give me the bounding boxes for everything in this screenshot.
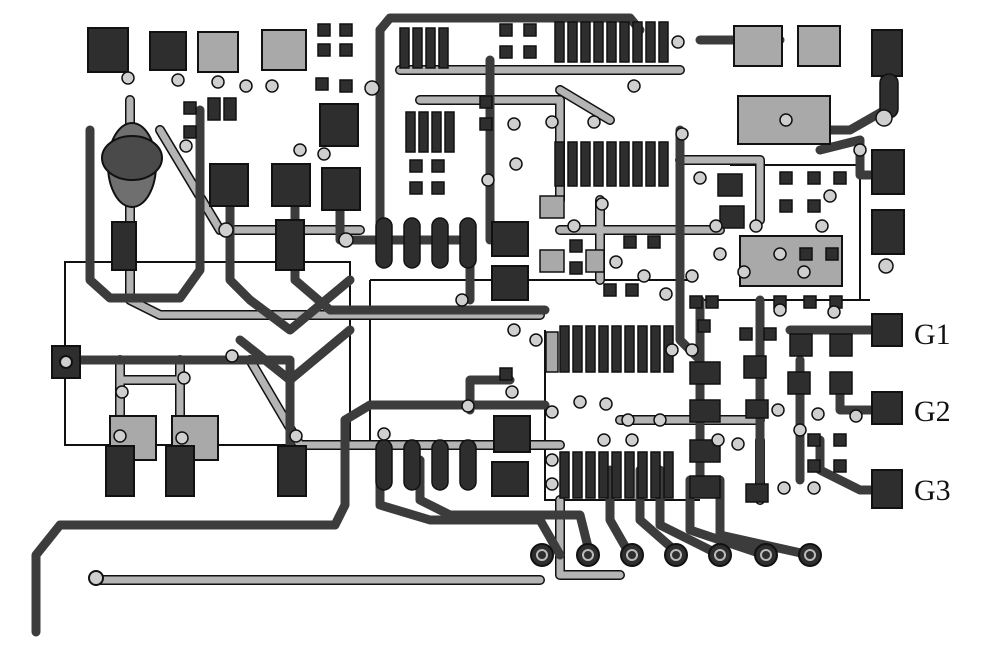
component-top-left-a [197, 31, 239, 73]
smd-pads [183, 23, 853, 503]
component-top-left-b [261, 29, 307, 71]
pad-left-edge [51, 345, 81, 379]
trace-y-junction [225, 175, 355, 335]
trace-left-loop [85, 105, 205, 303]
pad-mid-a [209, 163, 249, 207]
dark-pads [51, 27, 905, 509]
trace-bottom-a [375, 455, 565, 560]
pad-mid-b [271, 163, 311, 207]
label-g1: G1 [914, 318, 951, 351]
component-top-right-a [733, 25, 783, 67]
pad-center-d [491, 461, 529, 497]
trace-bottom-c [605, 465, 635, 560]
vias [113, 35, 894, 495]
pad-bottom-left-b [165, 445, 195, 497]
trace-bottom-left [31, 400, 550, 637]
pad-upper-mid [319, 103, 359, 147]
pad-center-c [493, 415, 531, 453]
outline-wire-center [544, 330, 700, 501]
pad-center-a [491, 221, 529, 257]
pad-top-right [871, 29, 903, 77]
pad-right-b [871, 209, 905, 255]
output-labels: G1 G2 G3 [914, 318, 951, 507]
label-g3: G3 [914, 474, 951, 507]
pad-mid-c [321, 167, 361, 211]
pad-g1 [871, 313, 903, 347]
oval-component [101, 122, 163, 271]
label-g2: G2 [914, 395, 951, 428]
pad-g3 [871, 469, 903, 509]
trace-bottom-b [415, 455, 595, 560]
trace-left-mid [65, 355, 295, 465]
pad-bottom-left-c [277, 445, 307, 497]
component-right-mid [739, 235, 843, 287]
light-traces [96, 66, 764, 584]
pad-top-left-b [149, 31, 187, 71]
pad-g2 [871, 391, 903, 425]
light-pads [539, 195, 605, 373]
pad-top-left-a [87, 27, 129, 73]
capsule-pads [375, 73, 899, 491]
component-top-right-b [797, 25, 841, 67]
pad-center-b [491, 265, 529, 301]
trace-y-branches [235, 325, 355, 385]
pad-bottom-left-a [105, 445, 135, 497]
pad-mid-vert [275, 219, 305, 271]
pad-right-a [871, 149, 905, 195]
through-hole-pads [59, 355, 822, 586]
